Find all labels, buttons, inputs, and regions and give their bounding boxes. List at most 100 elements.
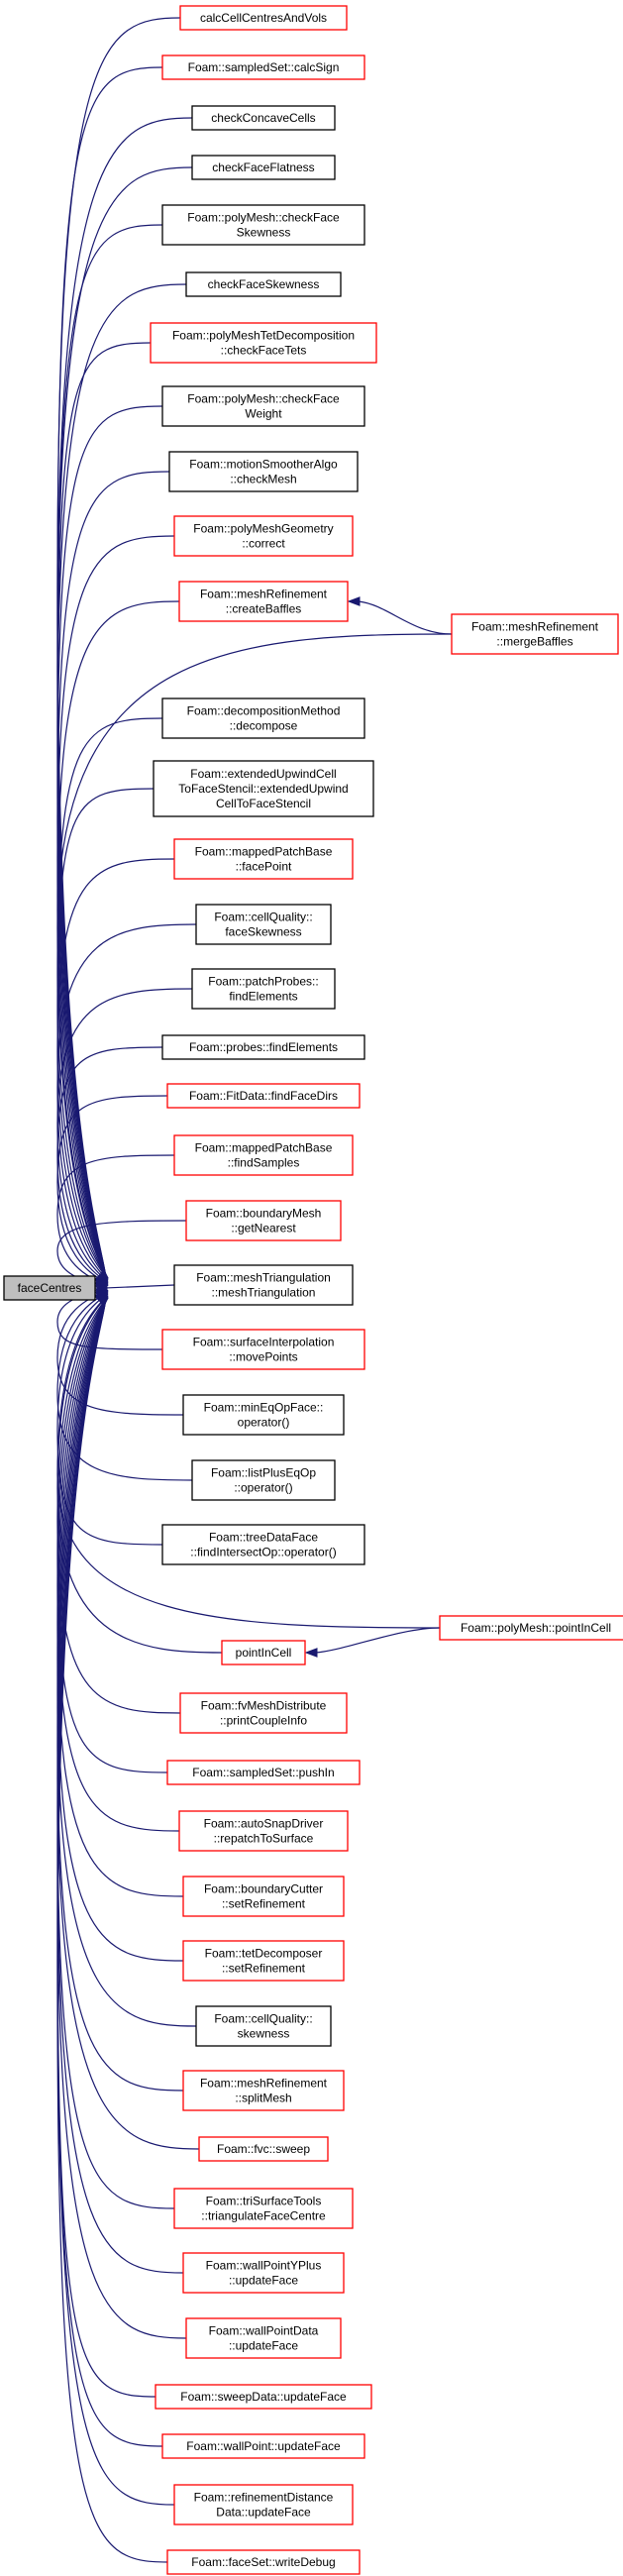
- node-n34[interactable]: Foam::fvc::sweep: [198, 2136, 329, 2162]
- node-n7[interactable]: Foam::polyMeshTetDecomposition::checkFac…: [150, 322, 377, 364]
- node-label-line: Foam::tetDecomposer: [205, 1947, 323, 1961]
- node-n43[interactable]: Foam::polyMesh::pointInCell: [439, 1615, 623, 1641]
- node-label-line: ::correct: [242, 537, 285, 551]
- node-n37[interactable]: Foam::wallPointData::updateFace: [185, 2317, 342, 2359]
- node-n23[interactable]: Foam::minEqOpFace::operator(): [182, 1394, 345, 1436]
- node-box: [173, 1264, 354, 1306]
- node-n19[interactable]: Foam::mappedPatchBase::findSamples: [173, 1134, 354, 1176]
- node-n13[interactable]: Foam::extendedUpwindCellToFaceStencil::e…: [153, 760, 374, 817]
- node-label-line: Data::updateFace: [216, 2506, 311, 2520]
- node-label-line: Foam::cellQuality::: [214, 911, 312, 924]
- node-n4[interactable]: checkFaceFlatness: [191, 155, 336, 180]
- node-label-line: Foam::faceSet::writeDebug: [191, 2555, 335, 2569]
- node-label-line: ::updateFace: [229, 2339, 298, 2353]
- node-n6[interactable]: checkFaceSkewness: [185, 271, 342, 297]
- node-label-line: Foam::polyMesh::pointInCell: [461, 1621, 611, 1635]
- node-n11[interactable]: Foam::meshRefinement::createBaffles: [178, 581, 349, 622]
- node-n39[interactable]: Foam::wallPoint::updateFace: [161, 2433, 365, 2459]
- node-label-line: Foam::polyMesh::checkFace: [187, 392, 340, 406]
- node-n18[interactable]: Foam::FitData::findFaceDirs: [166, 1083, 361, 1109]
- edge-n42-root: [56, 633, 453, 1280]
- node-label-line: Foam::wallPointYPlus: [206, 2259, 322, 2273]
- node-n30[interactable]: Foam::boundaryCutter::setRefinement: [182, 1876, 345, 1917]
- node-box: [191, 1459, 336, 1501]
- node-n3[interactable]: checkConcaveCells: [191, 105, 336, 131]
- node-n17[interactable]: Foam::probes::findElements: [161, 1034, 365, 1060]
- node-n32[interactable]: Foam::cellQuality::skewness: [195, 2005, 332, 2047]
- node-label-line: Foam::mappedPatchBase: [195, 1141, 333, 1155]
- node-label-line: ::setRefinement: [222, 1897, 306, 1911]
- edge-line: [56, 633, 453, 1279]
- node-label-line: ::checkMesh: [230, 473, 296, 486]
- node-box: [161, 1034, 365, 1060]
- node-box: [161, 698, 365, 739]
- edge-arrowhead: [347, 596, 361, 606]
- node-n31[interactable]: Foam::tetDecomposer::setRefinement: [182, 1940, 345, 1982]
- node-label-line: Foam::treeDataFace: [209, 1531, 318, 1545]
- edge-line: [105, 1284, 175, 1289]
- node-n9[interactable]: Foam::motionSmootherAlgo::checkMesh: [168, 451, 359, 492]
- node-label-line: Foam::boundaryMesh: [206, 1207, 322, 1221]
- node-label-line: Foam::extendedUpwindCell: [190, 767, 336, 781]
- edge-line: [56, 1297, 184, 2092]
- node-n5[interactable]: Foam::polyMesh::checkFaceSkewness: [161, 204, 365, 246]
- node-label-line: Foam::patchProbes::: [208, 975, 318, 989]
- node-n12[interactable]: Foam::decompositionMethod::decompose: [161, 698, 365, 739]
- node-label-line: Foam::refinementDistance: [194, 2491, 334, 2505]
- node-label-line: Foam::mappedPatchBase: [195, 845, 333, 859]
- node-n27[interactable]: Foam::fvMeshDistribute::printCoupleInfo: [179, 1692, 348, 1734]
- node-label-line: checkFaceFlatness: [212, 161, 314, 174]
- node-label-line: CellToFaceStencil: [216, 797, 311, 810]
- node-box: [179, 5, 348, 31]
- node-box: [173, 515, 354, 557]
- node-n16[interactable]: Foam::patchProbes::findElements: [191, 968, 336, 1010]
- node-n42[interactable]: Foam::meshRefinement::mergeBaffles: [451, 613, 619, 655]
- node-box: [173, 838, 354, 880]
- node-n2[interactable]: Foam::sampledSet::calcSign: [161, 54, 365, 80]
- node-n20[interactable]: Foam::boundaryMesh::getNearest: [185, 1200, 342, 1241]
- node-n35[interactable]: Foam::triSurfaceTools::triangulateFaceCe…: [173, 2188, 354, 2229]
- node-n36[interactable]: Foam::wallPointYPlus::updateFace: [182, 2252, 345, 2294]
- node-box: [161, 385, 365, 427]
- node-label-line: ::decompose: [230, 719, 298, 733]
- node-n14[interactable]: Foam::mappedPatchBase::facePoint: [173, 838, 354, 880]
- node-n29[interactable]: Foam::autoSnapDriver::repatchToSurface: [178, 1810, 349, 1852]
- edge-line: [56, 1297, 168, 1773]
- node-box: [150, 322, 377, 364]
- node-box: [173, 2484, 354, 2525]
- node-n25[interactable]: Foam::treeDataFace::findIntersectOp::ope…: [161, 1524, 365, 1565]
- node-n22[interactable]: Foam::surfaceInterpolation::movePoints: [161, 1329, 365, 1370]
- node-n28[interactable]: Foam::sampledSet::pushIn: [166, 1760, 361, 1785]
- node-n41[interactable]: Foam::faceSet::writeDebug: [166, 2549, 361, 2575]
- edge-line: [56, 988, 193, 1282]
- node-n1[interactable]: calcCellCentresAndVols: [179, 5, 348, 31]
- node-box: [179, 1692, 348, 1734]
- node-label-line: ::meshTriangulation: [212, 1286, 316, 1300]
- node-n33[interactable]: Foam::meshRefinement::splitMesh: [182, 2070, 345, 2111]
- node-n26[interactable]: pointInCell: [221, 1640, 306, 1665]
- edges-layer: [56, 17, 453, 2563]
- node-label-line: ::operator(): [234, 1481, 292, 1495]
- node-box: [173, 1134, 354, 1176]
- node-label-line: Foam::wallPoint::updateFace: [186, 2439, 341, 2453]
- node-n38[interactable]: Foam::sweepData::updateFace: [155, 2384, 372, 2410]
- node-label-line: ::movePoints: [229, 1350, 297, 1364]
- node-label-line: checkFaceSkewness: [208, 277, 320, 291]
- node-box: [195, 2005, 332, 2047]
- edge-line: [56, 1297, 184, 2274]
- node-n15[interactable]: Foam::cellQuality::faceSkewness: [195, 904, 332, 945]
- node-box: [153, 760, 374, 817]
- node-label-line: ::getNearest: [231, 1222, 296, 1235]
- node-box: [161, 204, 365, 246]
- edge-line: [56, 858, 175, 1279]
- node-label-line: Foam::motionSmootherAlgo: [189, 458, 338, 472]
- node-n24[interactable]: Foam::listPlusEqOp::operator(): [191, 1459, 336, 1501]
- node-n21[interactable]: Foam::meshTriangulation::meshTriangulati…: [173, 1264, 354, 1306]
- node-label-line: Foam::meshRefinement: [471, 620, 599, 634]
- node-n10[interactable]: Foam::polyMeshGeometry::correct: [173, 515, 354, 557]
- node-label-line: Foam::boundaryCutter: [204, 1882, 323, 1896]
- edge-line: [56, 923, 197, 1280]
